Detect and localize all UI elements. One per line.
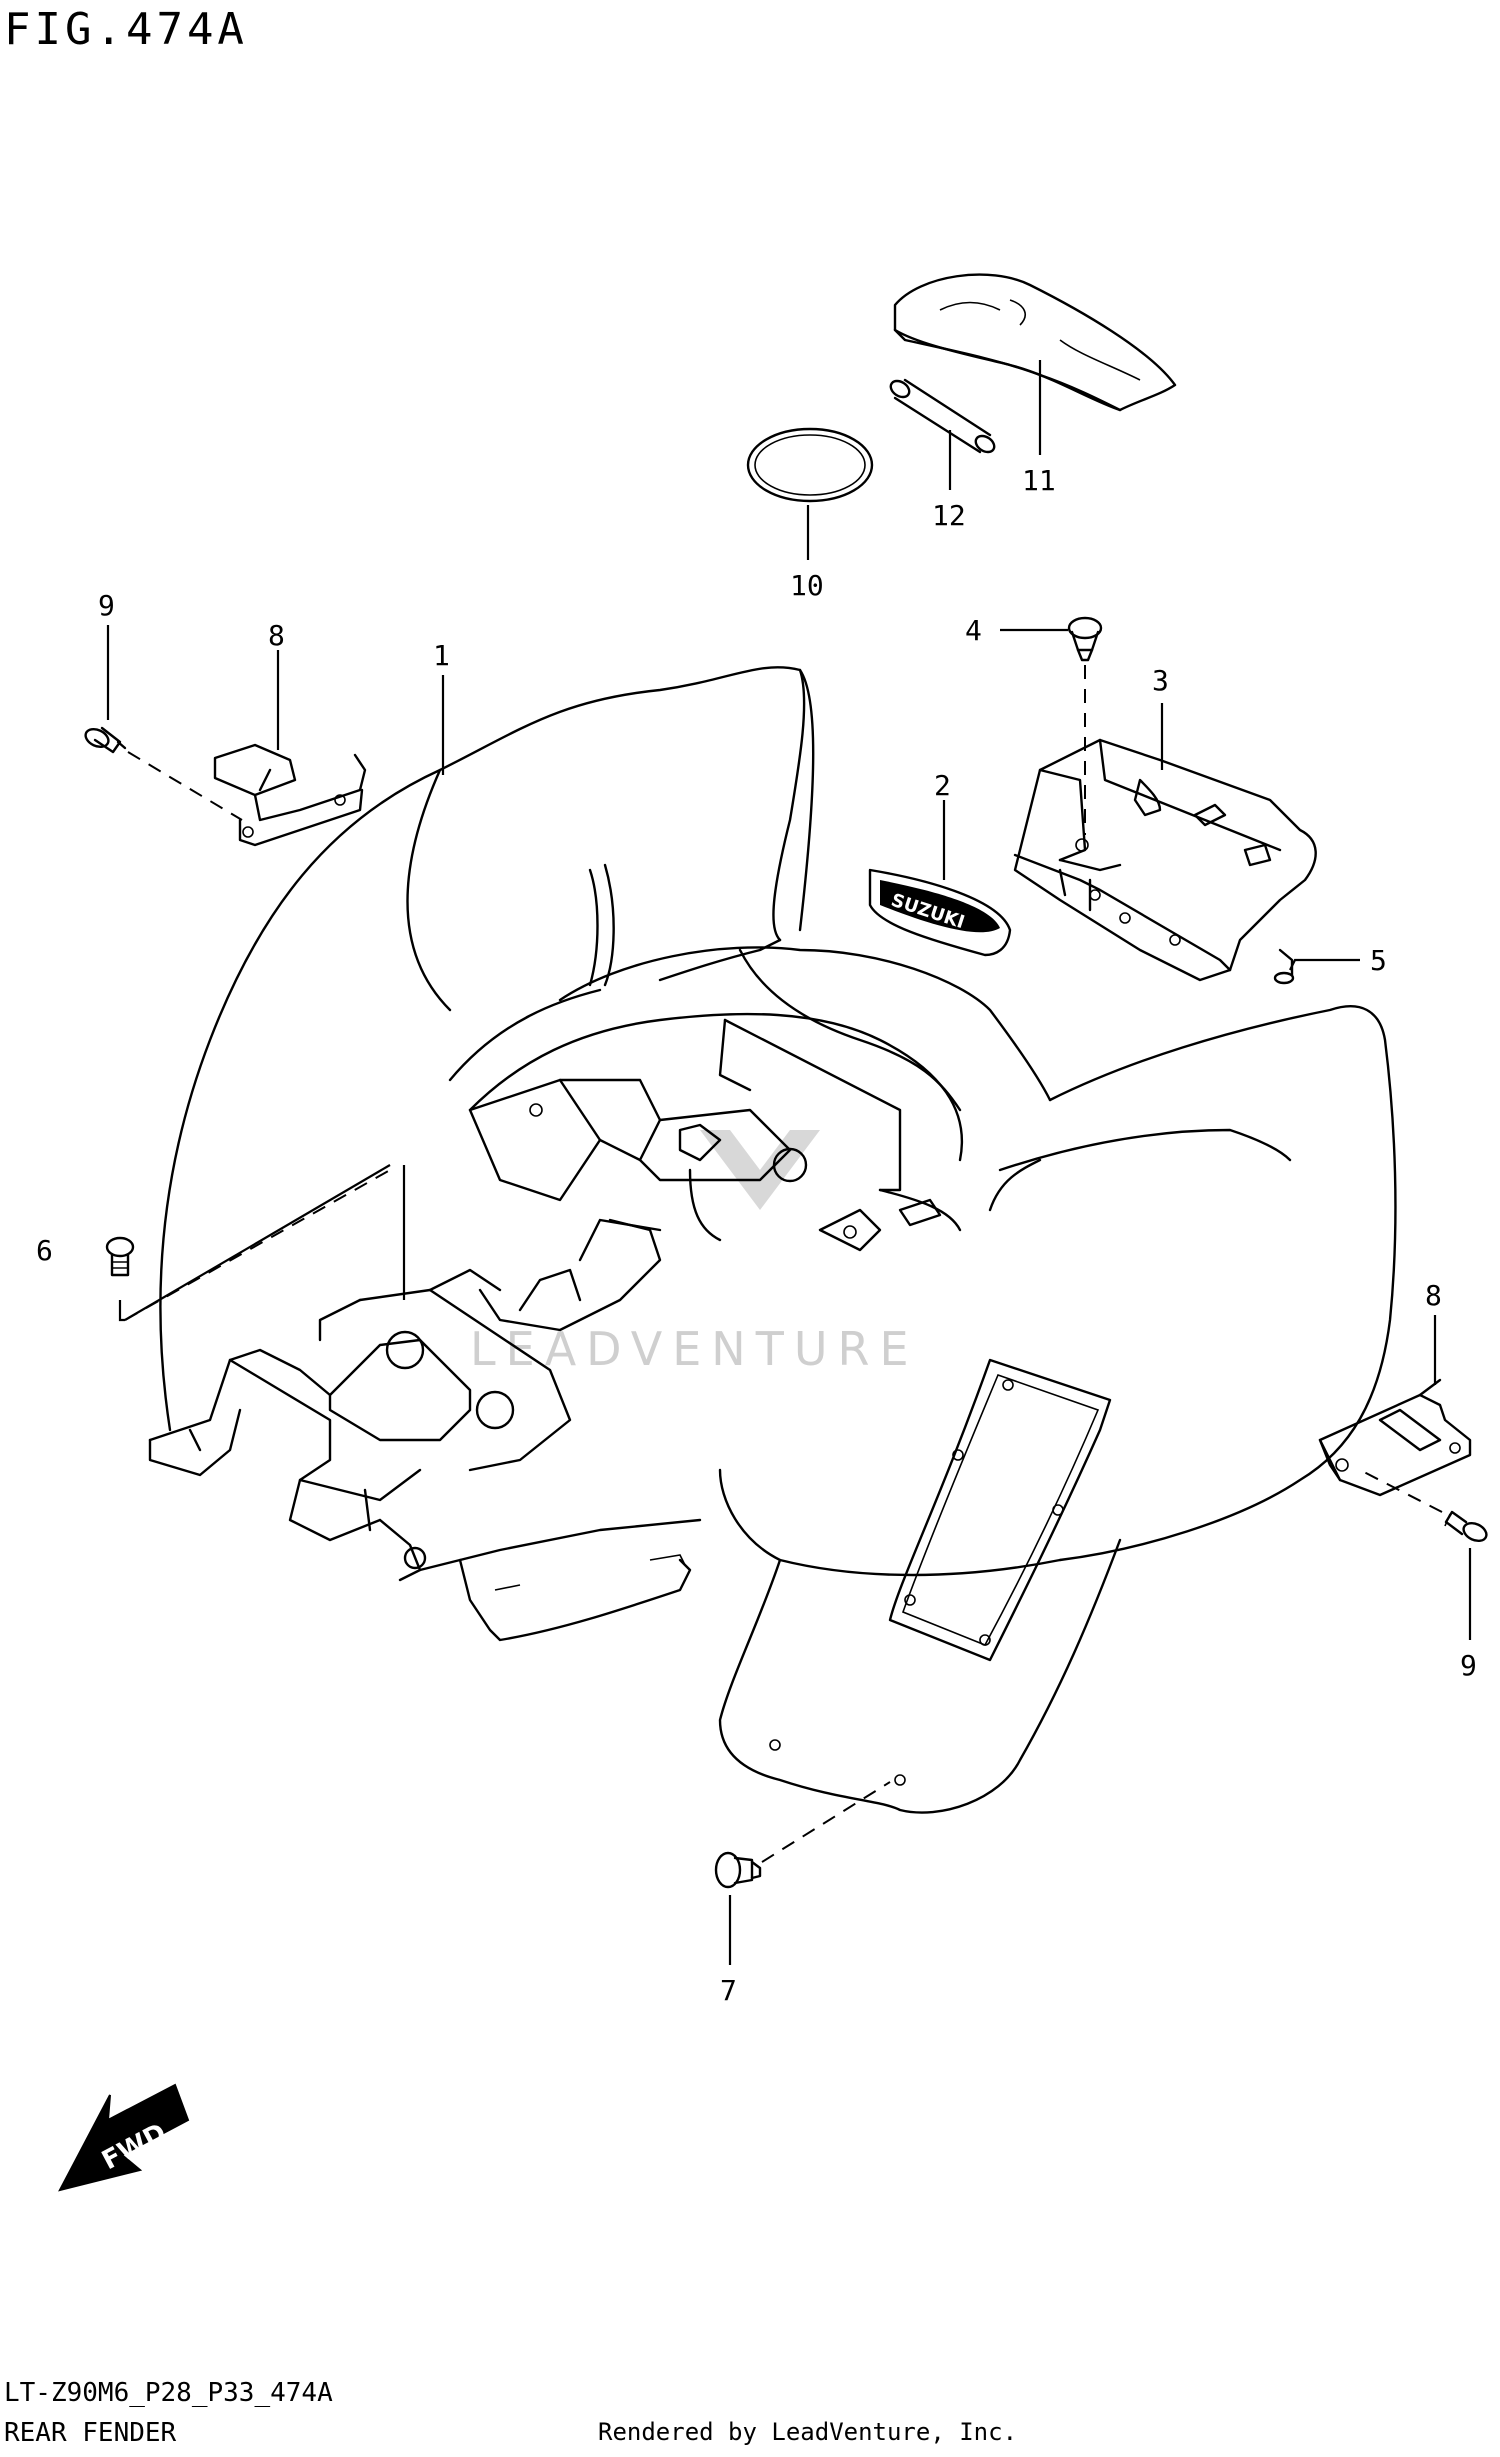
fwd-arrow-icon [58, 2083, 190, 2192]
part-2-suzuki-decal: SUZUKI [868, 868, 1012, 957]
fwd-direction-arrow: FWD [58, 2083, 190, 2192]
part-5-screw [1273, 948, 1295, 985]
part-11-tool-bag [893, 273, 1177, 412]
callout-9-right: 9 [1460, 1649, 1477, 1682]
rendered-by-credit: Rendered by LeadVenture, Inc. [598, 2418, 1018, 2446]
callout-1: 1 [433, 639, 450, 672]
part-8-bracket-right [1318, 1378, 1472, 1497]
callout-3: 3 [1152, 664, 1169, 697]
part-9-bolt-right [1359, 1469, 1488, 1543]
callout-4: 4 [965, 614, 982, 647]
part-6-bolt [105, 1164, 391, 1322]
part-10-o-ring [746, 427, 874, 503]
callout-10: 10 [790, 569, 824, 602]
callout-12: 12 [932, 499, 966, 532]
model-code: LT-Z90M6_P28_P33_474A [4, 2378, 333, 2408]
part-4-clip [1067, 616, 1103, 835]
part-8-bracket-left [213, 743, 367, 847]
leadventure-watermark: LEADVENTURE [470, 1130, 919, 1376]
callout-5: 5 [1370, 944, 1387, 977]
part-3-storage-box [1013, 738, 1317, 982]
diagram-name: REAR FENDER [4, 2418, 177, 2448]
callout-8-left: 8 [268, 619, 285, 652]
leader-lines [106, 360, 1472, 1965]
part-9-bolt-left [84, 726, 243, 821]
watermark-text: LEADVENTURE [470, 1322, 919, 1376]
callout-11: 11 [1022, 464, 1056, 497]
figure-title: FIG.474A [4, 4, 248, 55]
callout-9-left: 9 [98, 589, 115, 622]
callout-7: 7 [720, 1974, 737, 2007]
callout-6: 6 [36, 1234, 53, 1267]
callout-8-right: 8 [1425, 1279, 1442, 1312]
part-1-rear-fender [148, 666, 1397, 1814]
part-12-pin [889, 378, 996, 454]
part-7-clip [714, 1781, 891, 1889]
callout-2: 2 [934, 769, 951, 802]
callout-labels: 1 2 3 4 5 6 7 8 8 9 9 10 11 12 [36, 464, 1477, 2007]
